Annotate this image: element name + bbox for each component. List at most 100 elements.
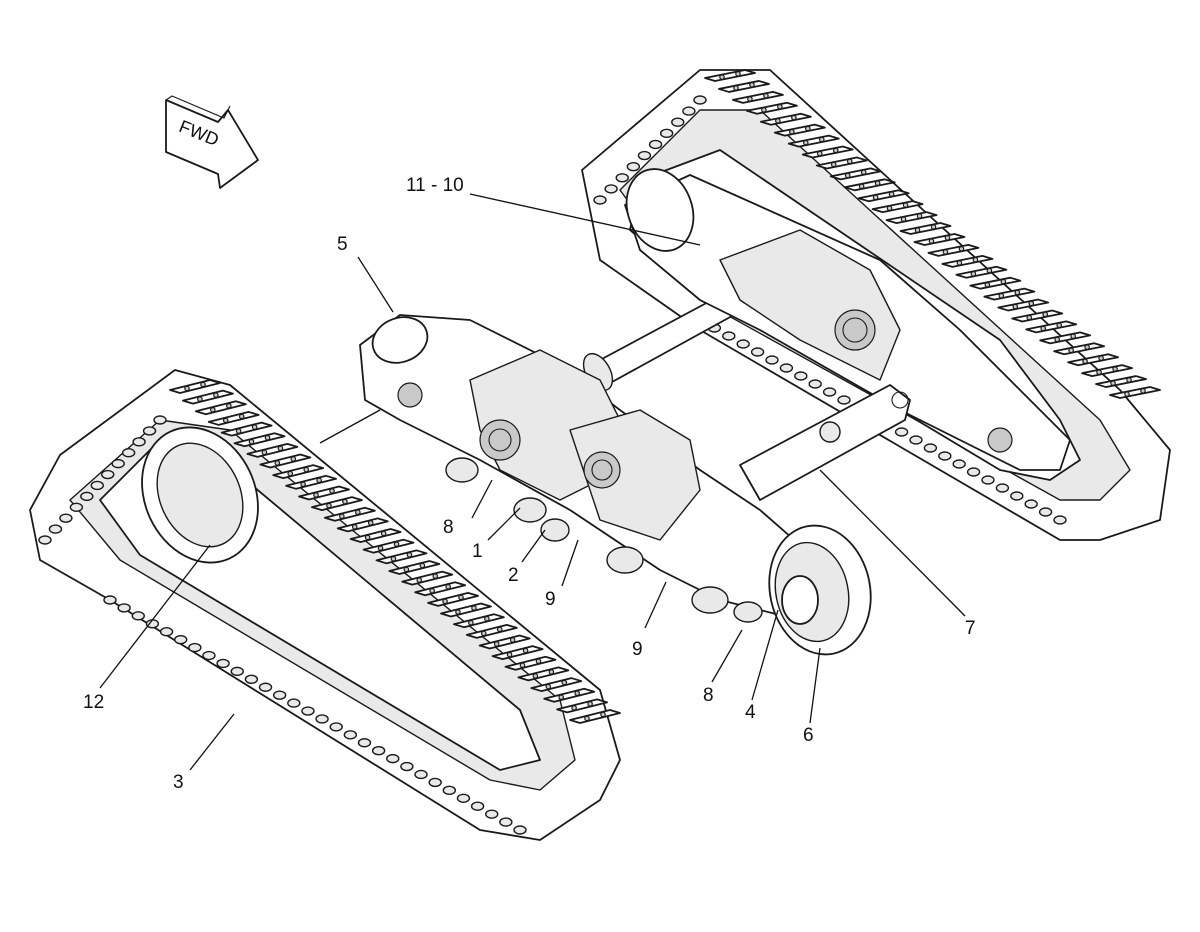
chain-link (682, 106, 696, 116)
track-shoe (233, 432, 286, 448)
shoe-bolt (763, 92, 769, 99)
track-shoe (955, 265, 1008, 279)
chain-link (38, 535, 52, 545)
shoe-bolt (846, 158, 853, 165)
shoe-bolt (775, 118, 781, 124)
chain-link (938, 451, 952, 461)
chain-link (659, 128, 674, 139)
track-shoe (465, 623, 518, 639)
chain-link (287, 698, 301, 708)
shoe-bolt (1056, 322, 1063, 329)
track-shoe (1095, 375, 1147, 388)
chain-link (1024, 499, 1038, 509)
forward-arrow-icon: FWD (165, 95, 259, 189)
chain-link (202, 650, 216, 661)
callout-6: 6 (803, 725, 814, 746)
track-shoe (362, 538, 415, 554)
shoe-bolt (390, 556, 397, 562)
chain-link (1038, 507, 1053, 517)
track-shoe (169, 379, 221, 394)
callout-11-10: 11 - 10 (406, 175, 464, 196)
track-shoe (543, 687, 596, 703)
shoe-bolt (600, 711, 606, 718)
chain-link (442, 785, 457, 796)
chain-link (485, 809, 499, 819)
shoe-bolt (1000, 278, 1007, 285)
chain-link (90, 480, 104, 491)
shoe-bolt (928, 238, 935, 244)
chain-link (153, 415, 167, 425)
track-shoe (298, 485, 350, 501)
shoe-bolt (468, 619, 474, 626)
shoe-bolt (930, 224, 937, 230)
shoe-bolt (535, 658, 542, 665)
shoe-bolt (406, 552, 413, 558)
shoe-bolt (584, 715, 590, 722)
shoe-bolt (545, 683, 552, 690)
track-shoe (414, 581, 467, 597)
chain-link (693, 95, 707, 105)
chain-link (48, 524, 63, 534)
shoe-bolt (1126, 377, 1132, 383)
track-shoe (1039, 331, 1092, 345)
shoe-bolt (506, 651, 513, 658)
chain-link (69, 502, 84, 512)
shoe-bolt (419, 562, 426, 569)
shoe-bolt (509, 637, 516, 643)
shoe-bolt (416, 577, 423, 583)
chain-link (604, 184, 618, 194)
shoe-bolt (998, 292, 1005, 299)
right-track-grousers (704, 69, 1161, 399)
chain-link (414, 769, 428, 780)
shoe-bolt (1140, 388, 1146, 394)
chain-link (117, 603, 131, 613)
shoe-bolt (496, 626, 503, 633)
callout-3: 3 (173, 772, 184, 793)
shoe-bolt (1026, 314, 1033, 321)
shoe-bolt (519, 662, 526, 669)
shoe-bolt (958, 245, 965, 252)
chain-link (626, 161, 641, 172)
track-shoe (349, 528, 402, 543)
shoe-bolt (277, 445, 284, 452)
track-shoe (491, 645, 544, 661)
chain-link (966, 467, 981, 477)
chain-link (923, 443, 938, 453)
shoe-bolt (1028, 300, 1035, 307)
shoe-bolt (860, 169, 867, 176)
shoe-bolt (471, 605, 477, 611)
shoe-bolt (326, 502, 332, 509)
chain-link (329, 722, 343, 732)
shoe-bolt (902, 202, 909, 208)
shoe-bolt (733, 85, 739, 91)
chain-link (343, 730, 358, 740)
shoe-bolt (364, 534, 371, 541)
track-shoe (272, 464, 325, 480)
track-shoe (207, 411, 260, 426)
shoe-bolt (1112, 366, 1118, 372)
shoe-bolt (184, 385, 190, 392)
shoe-bolt (972, 256, 979, 263)
track-shoe (899, 222, 952, 235)
shoe-bolt (480, 630, 487, 637)
shoe-bolt (313, 492, 319, 498)
track-shoe (969, 276, 1022, 290)
chain-link (894, 427, 909, 437)
callout-1: 1 (472, 541, 483, 562)
shoe-bolt (235, 428, 242, 434)
shoe-bolt (1098, 355, 1104, 361)
shoe-bolt (571, 705, 577, 711)
track-shoe (815, 156, 868, 170)
shoe-bolt (445, 583, 451, 590)
shoe-bolt (574, 690, 580, 697)
chain-link (779, 363, 794, 373)
track-shoe (829, 167, 882, 181)
chain-link (499, 817, 513, 827)
shoe-bolt (351, 524, 358, 530)
shoe-bolt (290, 456, 297, 462)
callout-9b: 9 (632, 639, 643, 660)
shoe-bolt (393, 541, 400, 547)
chain-link (103, 595, 117, 605)
chain-link (615, 173, 629, 183)
track-shoe (704, 69, 756, 82)
